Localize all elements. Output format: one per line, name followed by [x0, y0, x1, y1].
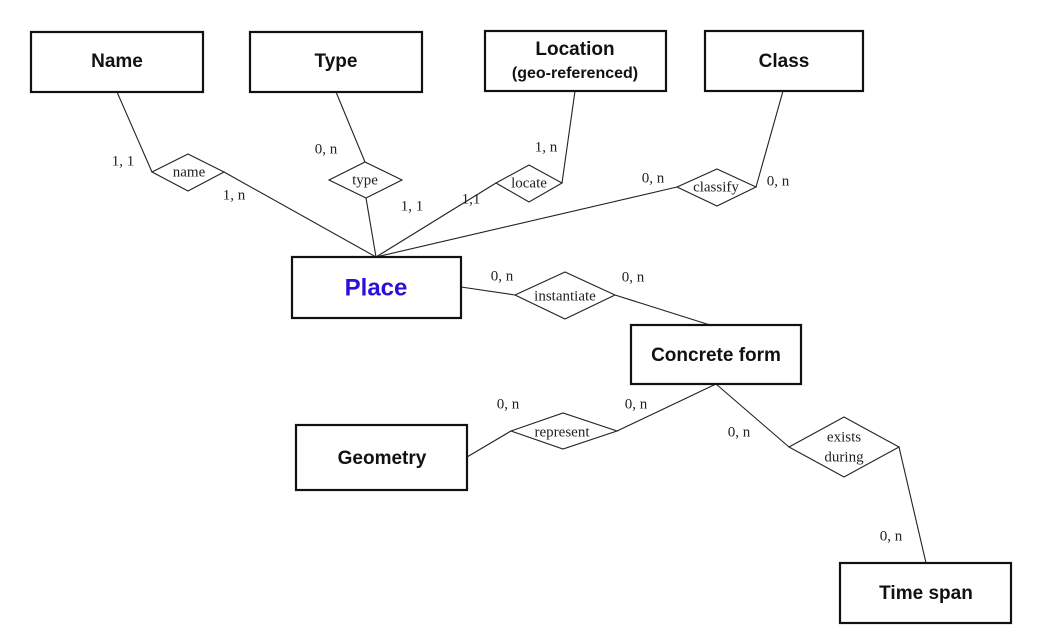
edge-class-entity-to-classify-rel [755, 90, 784, 188]
card-name-to-name-entity: 1, 1 [112, 153, 135, 169]
edge-concrete-form-to-exists-during-rel [715, 383, 790, 448]
card-represent-to-concrete-form: 0, n [625, 396, 648, 412]
entity-name[interactable]: Name [29, 30, 205, 94]
entity-location[interactable]: Location (geo-referenced) [483, 29, 668, 93]
edge-exists-during-rel-to-time-span [898, 446, 927, 564]
relationship-classify[interactable]: classify [675, 168, 758, 207]
card-locate-to-place: 1,1 [462, 191, 481, 207]
cardinalities: 1, 1 1, n 0, n 1, 1 1, n 1,1 0, n 0, n 0… [112, 139, 903, 544]
entity-time-span-label: Time span [879, 583, 973, 604]
relationship-exists-during-label-line1: exists [827, 429, 861, 445]
relationship-represent-label: represent [535, 424, 591, 440]
card-name-to-place: 1, n [223, 187, 246, 203]
relationship-exists-during-label-line2: during [824, 449, 864, 465]
edge-locate-rel-to-place [375, 182, 497, 258]
relationship-represent[interactable]: represent [509, 412, 619, 450]
card-represent-to-geometry: 0, n [497, 396, 520, 412]
card-instantiate-to-place: 0, n [491, 268, 514, 284]
relationship-type[interactable]: type [327, 161, 404, 199]
card-exists-during-to-concrete-form: 0, n [728, 424, 751, 440]
entity-location-sublabel: (geo-referenced) [512, 65, 638, 82]
edge-concrete-form-to-represent-rel [616, 383, 717, 432]
relationship-type-label: type [352, 172, 378, 188]
relationship-name-label: name [173, 164, 206, 180]
entity-geometry[interactable]: Geometry [294, 423, 469, 492]
entity-class[interactable]: Class [703, 29, 865, 93]
relationship-classify-label: classify [693, 179, 739, 195]
edge-name-entity-to-name-rel [116, 91, 153, 173]
card-classify-to-class-entity: 0, n [767, 173, 790, 189]
entity-time-span[interactable]: Time span [838, 561, 1013, 625]
entity-concrete-form[interactable]: Concrete form [629, 323, 803, 386]
edge-type-rel-to-place [365, 197, 377, 258]
entity-class-label: Class [759, 51, 810, 72]
entity-geometry-label: Geometry [338, 448, 427, 469]
edge-location-entity-to-locate-rel [561, 90, 576, 184]
edges [116, 90, 927, 564]
edge-represent-rel-to-geometry [466, 430, 512, 458]
entity-name-label: Name [91, 51, 143, 72]
relationship-name[interactable]: name [150, 153, 226, 192]
entity-type-label: Type [315, 51, 358, 72]
relationship-instantiate[interactable]: instantiate [513, 271, 617, 320]
relationship-locate[interactable]: locate [494, 164, 564, 203]
card-instantiate-to-concrete-form: 0, n [622, 269, 645, 285]
entity-place-label: Place [345, 274, 408, 301]
edge-place-to-instantiate-rel [460, 286, 516, 296]
edge-name-rel-to-place [223, 171, 377, 258]
relationship-exists-during[interactable]: exists during [787, 416, 901, 478]
edge-classify-rel-to-place [375, 186, 678, 258]
edge-type-entity-to-type-rel [335, 91, 366, 163]
card-type-to-type-entity: 0, n [315, 141, 338, 157]
edge-instantiate-rel-to-concrete-form [614, 294, 711, 326]
card-classify-to-place: 0, n [642, 170, 665, 186]
entity-place[interactable]: Place [290, 255, 463, 320]
relationship-locate-label: locate [511, 175, 547, 191]
card-exists-during-to-time-span: 0, n [880, 528, 903, 544]
entity-concrete-form-label: Concrete form [651, 345, 781, 366]
entity-type[interactable]: Type [248, 30, 424, 94]
card-locate-to-location-entity: 1, n [535, 139, 558, 155]
entity-location-label: Location [535, 39, 614, 60]
relationship-instantiate-label: instantiate [534, 288, 596, 304]
card-type-to-place: 1, 1 [401, 198, 424, 214]
